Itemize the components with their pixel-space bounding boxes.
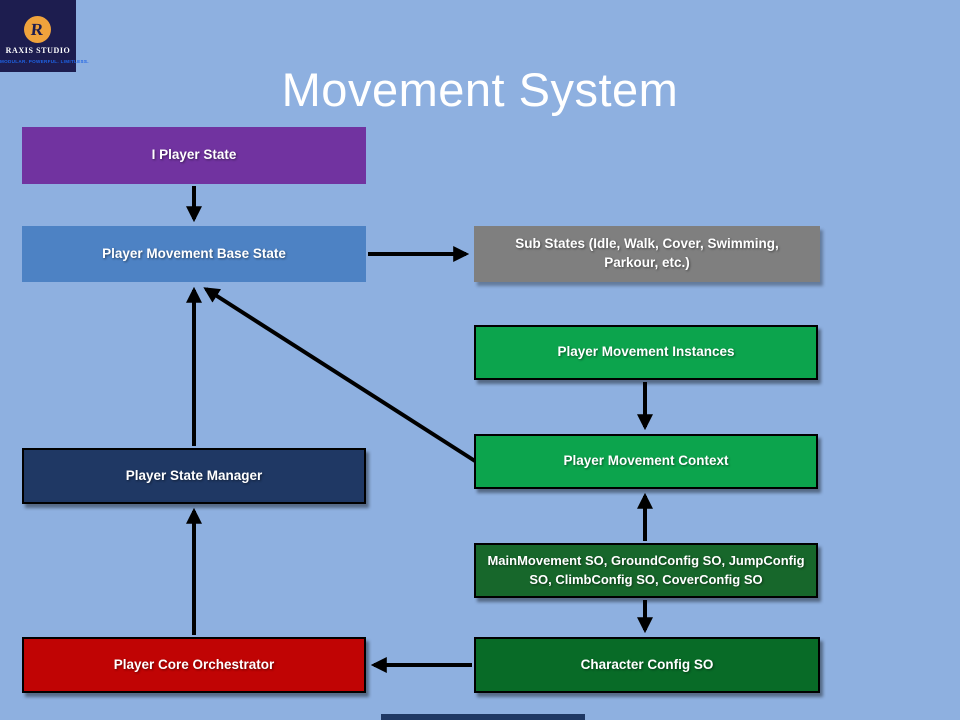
node-player-movement-context: Player Movement Context	[474, 434, 818, 489]
studio-tagline: MODULAR. POWERFUL. LIMITLESS.	[0, 59, 89, 64]
node-label: Player State Manager	[125, 467, 263, 483]
node-label: Player Movement Base State	[102, 245, 286, 261]
node-label: Player Movement Context	[563, 453, 729, 469]
studio-name: RAXIS STUDIO	[5, 46, 71, 55]
node-config-sos: MainMovement SO, GroundConfig SO, JumpCo…	[474, 543, 818, 598]
node-label: Sub States (Idle, Walk, Cover, Swimming,…	[515, 236, 779, 270]
studio-monogram: R	[30, 20, 45, 39]
node-character-config-so: Character Config SO	[474, 637, 820, 693]
node-player-movement-base-state: Player Movement Base State	[22, 226, 366, 282]
footer-accent-bar	[381, 714, 585, 720]
node-sub-states: Sub States (Idle, Walk, Cover, Swimming,…	[474, 226, 820, 282]
node-label: I Player State	[151, 147, 237, 163]
node-label: Player Movement Instances	[557, 344, 735, 360]
node-i-player-state: I Player State	[22, 127, 366, 184]
studio-logo-circle-icon: R	[24, 16, 51, 43]
node-label: Player Core Orchestrator	[113, 656, 275, 672]
node-player-movement-instances: Player Movement Instances	[474, 325, 818, 380]
arrow-context-to-basestate	[203, 287, 477, 463]
node-player-state-manager: Player State Manager	[22, 448, 366, 504]
page-title: Movement System	[281, 63, 679, 116]
node-label: Character Config SO	[580, 656, 714, 672]
studio-logo: R RAXIS STUDIO MODULAR. POWERFUL. LIMITL…	[0, 0, 89, 72]
node-player-core-orchestrator: Player Core Orchestrator	[22, 637, 366, 693]
node-label: MainMovement SO, GroundConfig SO, JumpCo…	[487, 553, 805, 587]
